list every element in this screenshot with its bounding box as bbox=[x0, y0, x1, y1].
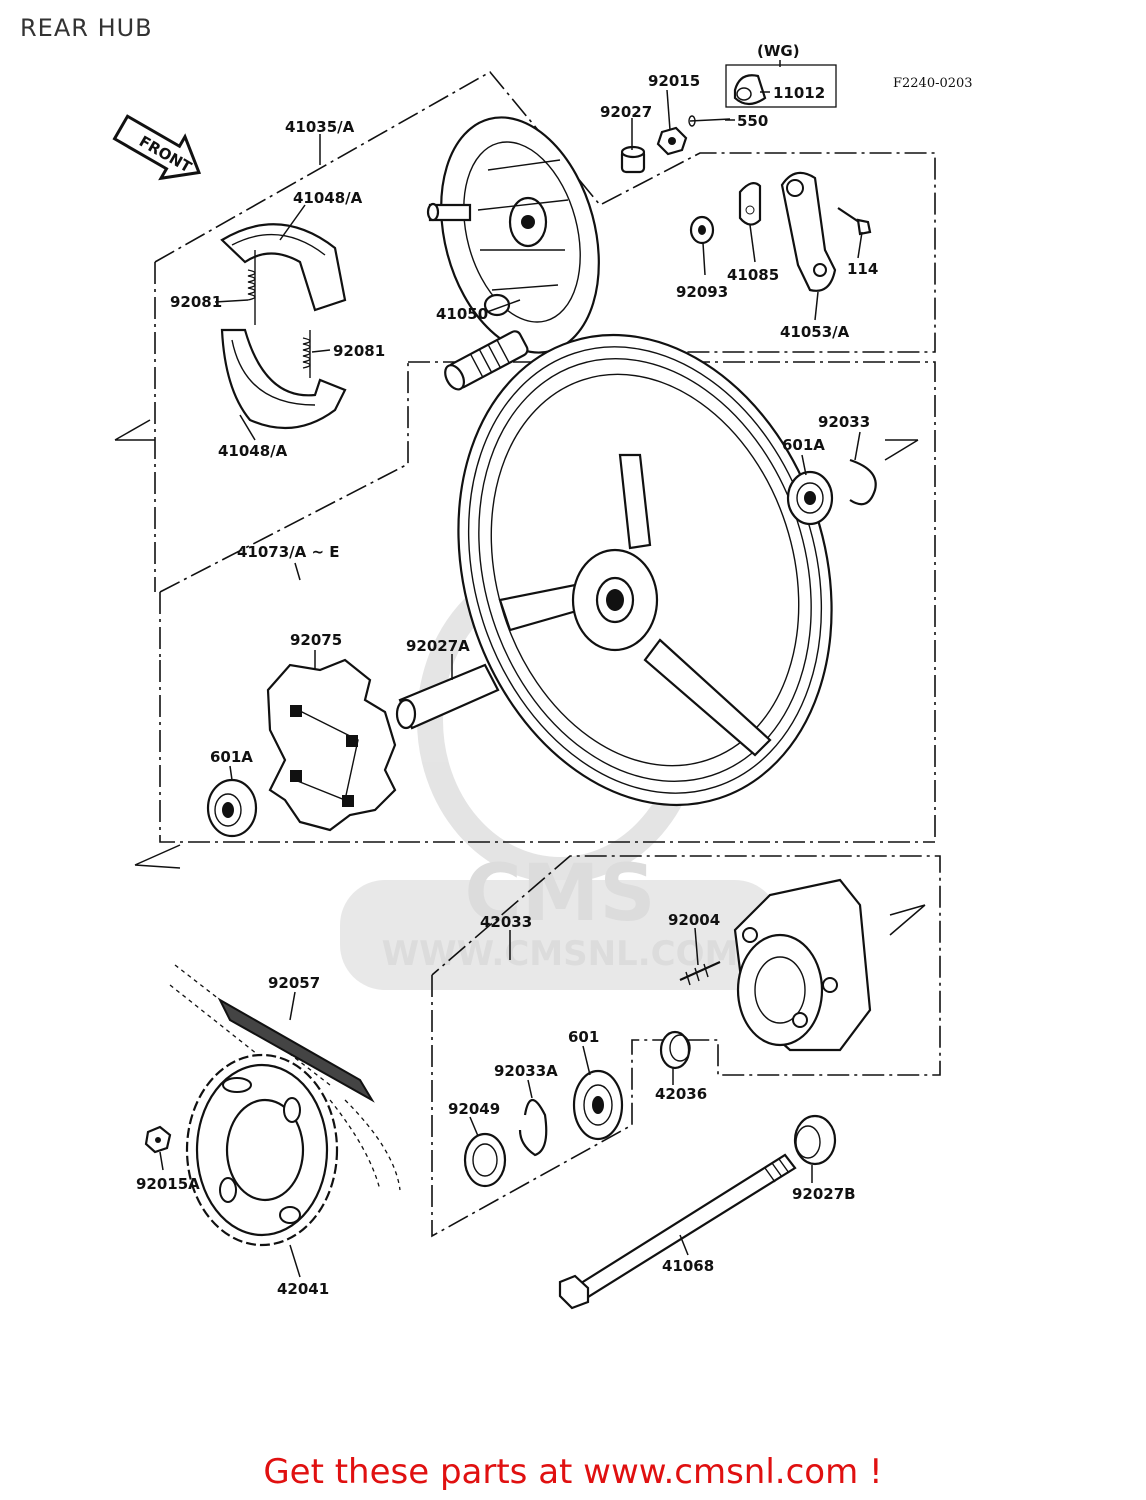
label-42036: 42036 bbox=[655, 1085, 707, 1103]
leader-lines bbox=[159, 60, 863, 1278]
indicator-41085 bbox=[738, 182, 762, 226]
label-550: 550 bbox=[737, 112, 768, 130]
bearing-601A-left bbox=[206, 778, 258, 838]
label-92027: 92027 bbox=[600, 103, 652, 121]
label-41073: 41073/A ~ E bbox=[237, 543, 340, 561]
washer-92093 bbox=[689, 215, 715, 245]
label-92015: 92015 bbox=[648, 72, 700, 90]
label-42041: 42041 bbox=[277, 1280, 329, 1298]
brake-panel bbox=[426, 116, 600, 354]
label-41068: 41068 bbox=[662, 1257, 714, 1275]
part-labels: 41035/A 41048/A 92081 92081 41048/A 4105… bbox=[136, 42, 878, 1298]
rear-sprocket bbox=[185, 1053, 339, 1247]
label-92057: 92057 bbox=[268, 974, 320, 992]
label-92004: 92004 bbox=[668, 911, 720, 929]
label-92049: 92049 bbox=[448, 1100, 500, 1118]
seal-92049 bbox=[463, 1132, 507, 1188]
spacer-92027 bbox=[620, 145, 646, 174]
label-41035A: 41035/A bbox=[285, 118, 355, 136]
label-92081-left: 92081 bbox=[170, 293, 222, 311]
collar-92027B bbox=[793, 1114, 837, 1166]
spacer-92027A bbox=[395, 663, 500, 730]
footer-link[interactable]: Get these parts at www.cmsnl.com ! bbox=[263, 1452, 883, 1492]
label-41050: 41050 bbox=[436, 305, 488, 323]
label-92027B: 92027B bbox=[792, 1185, 856, 1203]
brake-shoe-upper bbox=[220, 223, 347, 312]
hub-damper bbox=[266, 658, 397, 832]
label-wg: (WG) bbox=[757, 42, 800, 60]
nut-92015A bbox=[144, 1125, 172, 1154]
circlip-92033 bbox=[849, 458, 877, 506]
label-41048A-bottom: 41048/A bbox=[218, 442, 288, 460]
label-11012: 11012 bbox=[773, 84, 825, 102]
label-92027A: 92027A bbox=[406, 637, 470, 655]
label-92033A: 92033A bbox=[494, 1062, 558, 1080]
figure-code: F2240-0203 bbox=[893, 76, 973, 91]
bearing-601A-right bbox=[786, 470, 834, 526]
label-42033: 42033 bbox=[480, 913, 532, 931]
brake-lever-41053 bbox=[780, 171, 837, 292]
page-title: REAR HUB bbox=[20, 14, 153, 42]
cotter-pin-550 bbox=[688, 115, 731, 127]
label-41048A-top: 41048/A bbox=[293, 189, 363, 207]
label-114: 114 bbox=[847, 260, 878, 278]
brake-spring-left bbox=[247, 250, 256, 325]
label-92015A: 92015A bbox=[136, 1175, 200, 1193]
sprocket-hub bbox=[733, 878, 872, 1052]
circlip-92033A bbox=[518, 1098, 548, 1157]
label-92075: 92075 bbox=[290, 631, 342, 649]
brake-shoe-lower bbox=[220, 328, 347, 430]
section-break-marks bbox=[114, 419, 926, 936]
wheel-rim bbox=[457, 333, 833, 807]
label-41053A: 41053/A bbox=[780, 323, 850, 341]
label-601: 601 bbox=[568, 1028, 599, 1046]
collar-42036 bbox=[659, 1030, 691, 1070]
label-41085: 41085 bbox=[727, 266, 779, 284]
exploded-parts-diagram: CMS WWW.CMSNL.COM FRONT bbox=[112, 42, 941, 1310]
bearing-601 bbox=[572, 1069, 624, 1141]
label-92093: 92093 bbox=[676, 283, 728, 301]
stud-92004 bbox=[679, 960, 721, 986]
watermark-url: WWW.CMSNL.COM bbox=[382, 934, 739, 974]
brake-cam-shaft bbox=[444, 330, 529, 391]
brake-spring-right bbox=[302, 330, 311, 378]
label-92081-right: 92081 bbox=[333, 342, 385, 360]
cap-11012 bbox=[725, 64, 837, 108]
label-601A-right: 601A bbox=[782, 436, 825, 454]
label-601A-left: 601A bbox=[210, 748, 253, 766]
nut-92015 bbox=[656, 126, 688, 156]
front-arrow: FRONT bbox=[112, 114, 202, 181]
bolt-114 bbox=[837, 207, 872, 236]
axle-41068 bbox=[558, 1153, 797, 1310]
label-92033: 92033 bbox=[818, 413, 870, 431]
